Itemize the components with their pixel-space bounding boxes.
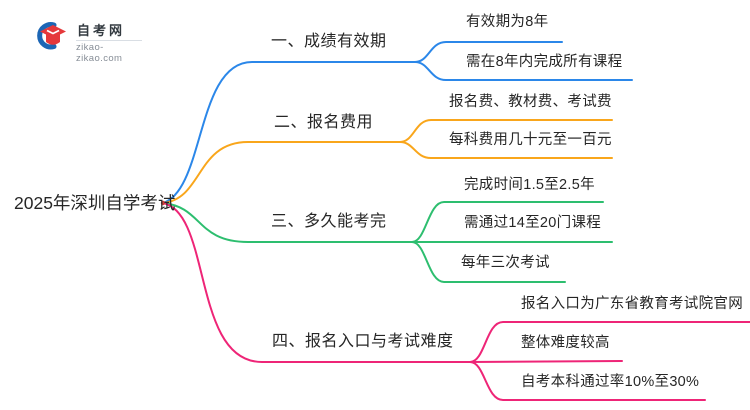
branch-3-trunk-line bbox=[162, 202, 413, 243]
branch-4-child-3-line bbox=[469, 361, 706, 401]
branch-3-label: 三、多久能考完 bbox=[271, 213, 387, 230]
branch-1-child-2-line bbox=[414, 61, 633, 81]
branch-3-child-3: 每年三次考试 bbox=[461, 255, 550, 271]
branch-3-child-1-line bbox=[411, 201, 604, 243]
branch-3-child-2: 需通过14至20门课程 bbox=[464, 215, 602, 231]
branch-3-child-1: 完成时间1.5至2.5年 bbox=[464, 177, 595, 193]
branch-1-child-2: 需在8年内完成所有课程 bbox=[466, 54, 623, 70]
branch-3-child-3-line bbox=[411, 241, 566, 283]
branch-2-trunk-line bbox=[162, 141, 401, 204]
logo-divider bbox=[76, 40, 142, 41]
branch-2-child-1: 报名费、教材费、考试费 bbox=[449, 94, 612, 110]
branch-1-label: 一、成绩有效期 bbox=[271, 33, 387, 50]
branch-4-child-2-line bbox=[469, 360, 623, 363]
branch-4-trunk-line bbox=[162, 202, 471, 363]
branch-4-label: 四、报名入口与考试难度 bbox=[272, 333, 454, 350]
branch-4-child-1-line bbox=[469, 321, 750, 363]
branch-2-child-2-line bbox=[399, 141, 613, 159]
root-joint-dot bbox=[160, 200, 166, 206]
root-node: 2025年深圳自学考试 bbox=[14, 193, 176, 213]
branch-2-child-1-line bbox=[399, 119, 613, 143]
branch-4-child-3: 自考本科通过率10%至30% bbox=[521, 374, 700, 390]
branch-1-child-1-line bbox=[414, 41, 563, 63]
branch-4-child-2: 整体难度较高 bbox=[521, 335, 610, 351]
branch-2-child-2: 每科费用几十元至一百元 bbox=[449, 132, 612, 148]
logo-subtitle: zikao-zikao.com bbox=[76, 42, 123, 64]
branch-1-child-1: 有效期为8年 bbox=[466, 14, 549, 30]
branch-4-child-1: 报名入口为广东省教育考试院官网 bbox=[521, 296, 743, 312]
site-logo: 自考网 zikao-zikao.com bbox=[30, 21, 142, 64]
graduation-cap-icon bbox=[37, 22, 66, 50]
branch-1-trunk-line bbox=[162, 61, 416, 204]
logo-title: 自考网 bbox=[77, 23, 126, 38]
branch-2-label: 二、报名费用 bbox=[274, 114, 374, 131]
